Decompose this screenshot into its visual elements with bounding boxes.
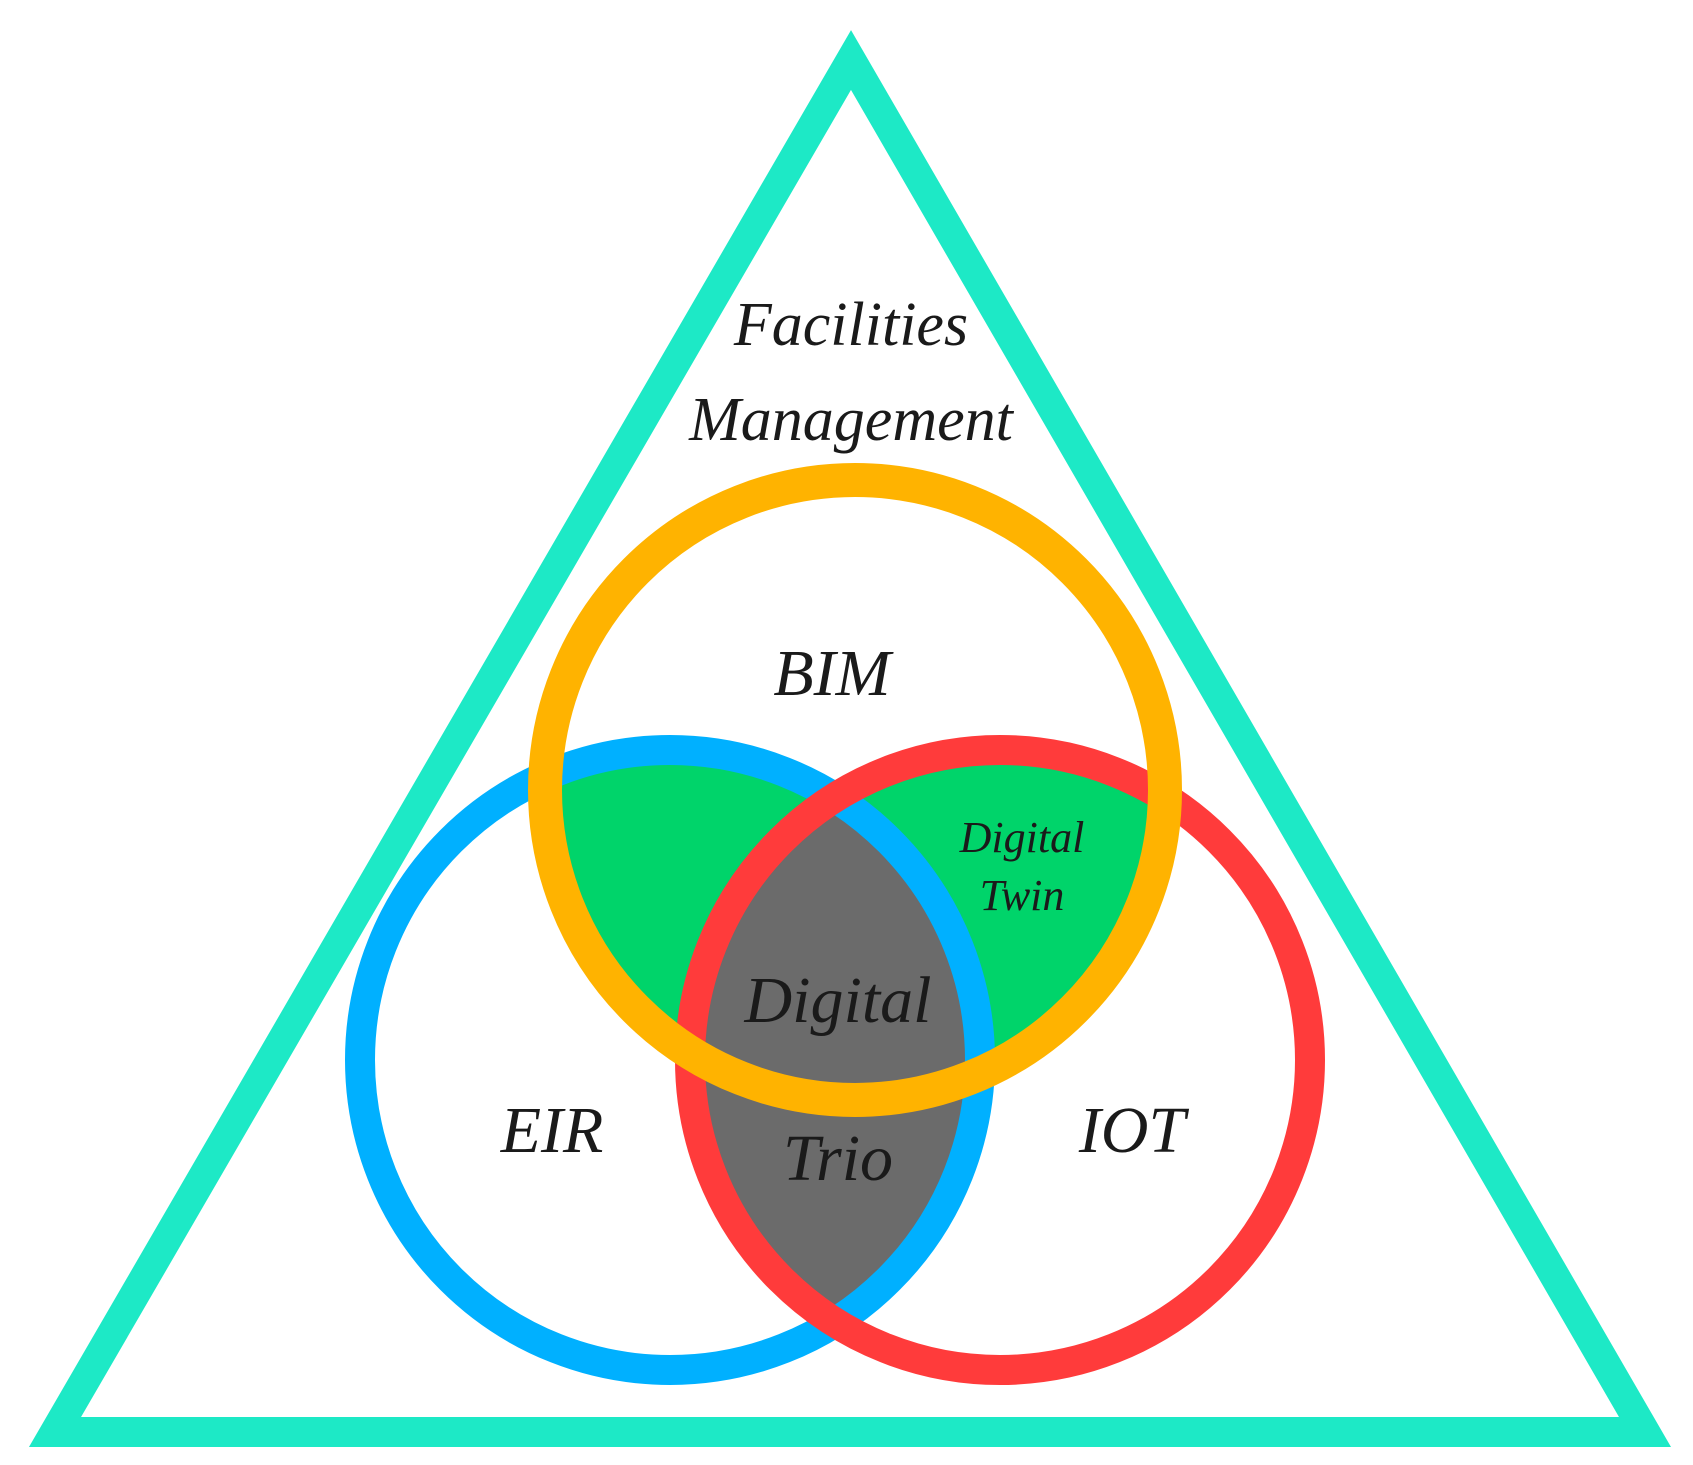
digital-twin-region xyxy=(545,750,1165,1100)
digital-trio-region xyxy=(690,750,980,1370)
facilities-label: Facilities xyxy=(733,291,968,359)
digital-twin-label-line1: Digital xyxy=(959,813,1085,862)
facilities-management-triangle xyxy=(28,30,1672,1447)
eir-label: EIR xyxy=(500,1094,604,1167)
management-label: Management xyxy=(688,386,1014,454)
digital-trio-label-line1: Digital xyxy=(743,964,931,1037)
digital-trio-label-line2: Trio xyxy=(783,1122,893,1195)
digital-twin-label-line2: Twin xyxy=(980,871,1065,920)
iot-label: IOT xyxy=(1078,1094,1190,1167)
bim-circle xyxy=(528,463,1182,1117)
bim-label: BIM xyxy=(773,637,894,710)
